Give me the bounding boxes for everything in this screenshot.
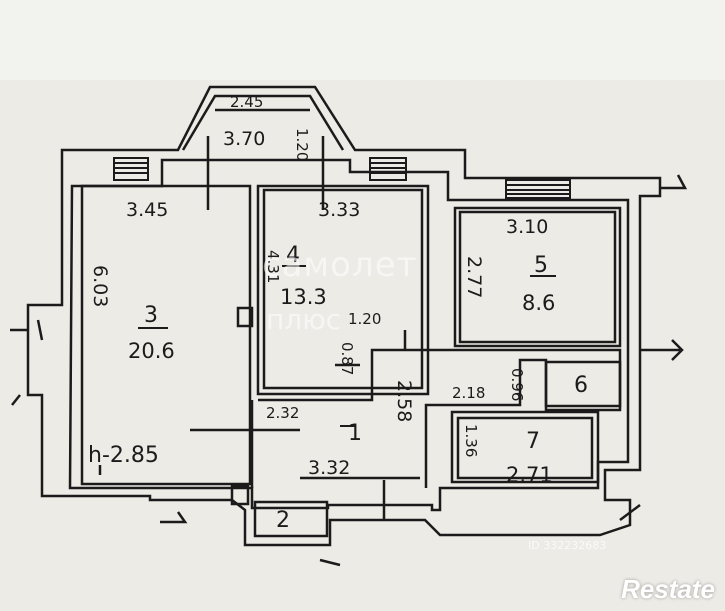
watermark-id: ID 332232683 bbox=[528, 539, 607, 552]
room-4-side-dim: 4.31 bbox=[264, 250, 282, 283]
number-underlines bbox=[138, 265, 556, 427]
room-7-area: 2.71 bbox=[506, 463, 553, 487]
room-1-dim-b: 2.58 bbox=[393, 380, 415, 422]
room-4-inner-dim: 1.20 bbox=[348, 310, 381, 328]
room-2-number: 2 bbox=[276, 508, 290, 533]
room-3-area: 20.6 bbox=[128, 339, 175, 363]
room-4-number: 4 bbox=[286, 243, 300, 268]
room-5-number: 5 bbox=[534, 253, 548, 278]
room-5-side-dim: 2.77 bbox=[463, 256, 485, 298]
room-6-dim: 0.96 bbox=[508, 368, 526, 401]
bay-side-label: 1.20 bbox=[293, 128, 311, 161]
watermark-line1: самолет bbox=[262, 245, 418, 285]
room-7-side-dim: 1.36 bbox=[462, 424, 480, 457]
room-3-top-dim: 3.45 bbox=[126, 199, 168, 221]
room-4-door-dim: 0.87 bbox=[338, 342, 356, 375]
room-7-top-dim: 2.18 bbox=[452, 384, 485, 402]
window-hatch bbox=[113, 157, 571, 199]
wall-lines bbox=[10, 85, 688, 567]
room-3-side-dim: 6.03 bbox=[89, 265, 111, 307]
room-1-number: 1 bbox=[348, 421, 362, 446]
brand-logo: Restate bbox=[621, 574, 715, 604]
room-1-dim-c: 3.32 bbox=[308, 457, 350, 479]
watermark-line2: плюс bbox=[266, 303, 342, 336]
room-3-height: h-2.85 bbox=[88, 443, 159, 468]
room-4-top-dim: 3.33 bbox=[318, 199, 360, 221]
room-6-number: 6 bbox=[574, 373, 588, 398]
room-3-number: 3 bbox=[144, 303, 158, 328]
bay-width-bottom-label: 3.70 bbox=[223, 128, 265, 150]
bay-width-top-label: 2.45 bbox=[230, 93, 263, 111]
room-5-top-dim: 3.10 bbox=[506, 216, 548, 238]
room-1-dim-a: 2.32 bbox=[266, 404, 299, 422]
room-7-number: 7 bbox=[526, 429, 540, 454]
room-4-area: 13.3 bbox=[280, 285, 327, 309]
room-5-area: 8.6 bbox=[522, 291, 555, 315]
